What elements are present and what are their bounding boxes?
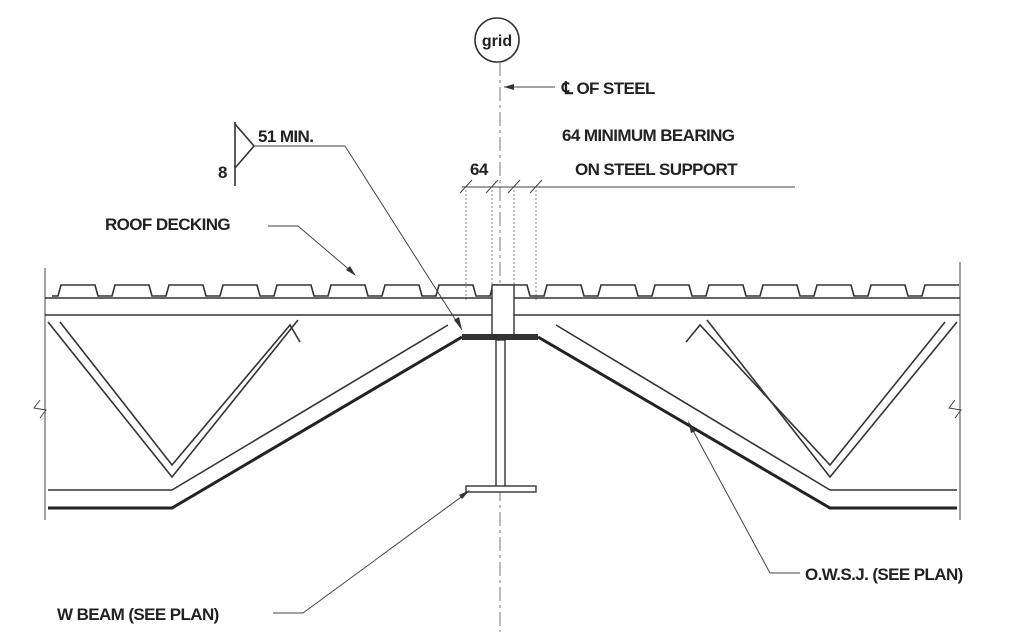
weld-length-label: 51 MIN. [258, 127, 313, 146]
bearing-note-line1: 64 MINIMUM BEARING [562, 126, 735, 145]
joist-top-chord-right [514, 297, 960, 316]
bearing-note-line2: ON STEEL SUPPORT [575, 160, 738, 179]
centerline-label: ℄ OF STEEL [561, 79, 655, 98]
roof-decking-label: ROOF DECKING [105, 215, 230, 234]
roof-decking-leader [268, 225, 356, 276]
w-beam-section [462, 334, 538, 493]
grid-bubble-label: grid [482, 33, 512, 50]
joist-top-chord-left [45, 297, 492, 316]
owsj-leader [688, 421, 800, 574]
bearing-seat [491, 284, 515, 336]
grid-bubble: grid [474, 17, 520, 63]
right-break-mark [948, 399, 962, 419]
centerline-leader [504, 84, 555, 90]
left-break-mark [33, 399, 47, 419]
owsj-label: O.W.S.J. (SEE PLAN) [805, 565, 963, 584]
joist-web-right [537, 319, 958, 510]
w-beam-label: W BEAM (SEE PLAN) [57, 605, 219, 624]
weld-symbol [234, 122, 463, 331]
bearing-dimension-label: 64 [470, 160, 489, 179]
joist-web-left [47, 319, 463, 510]
weld-size-label: 8 [218, 163, 227, 182]
w-beam-leader [273, 490, 470, 614]
bearing-dimension [459, 179, 545, 300]
